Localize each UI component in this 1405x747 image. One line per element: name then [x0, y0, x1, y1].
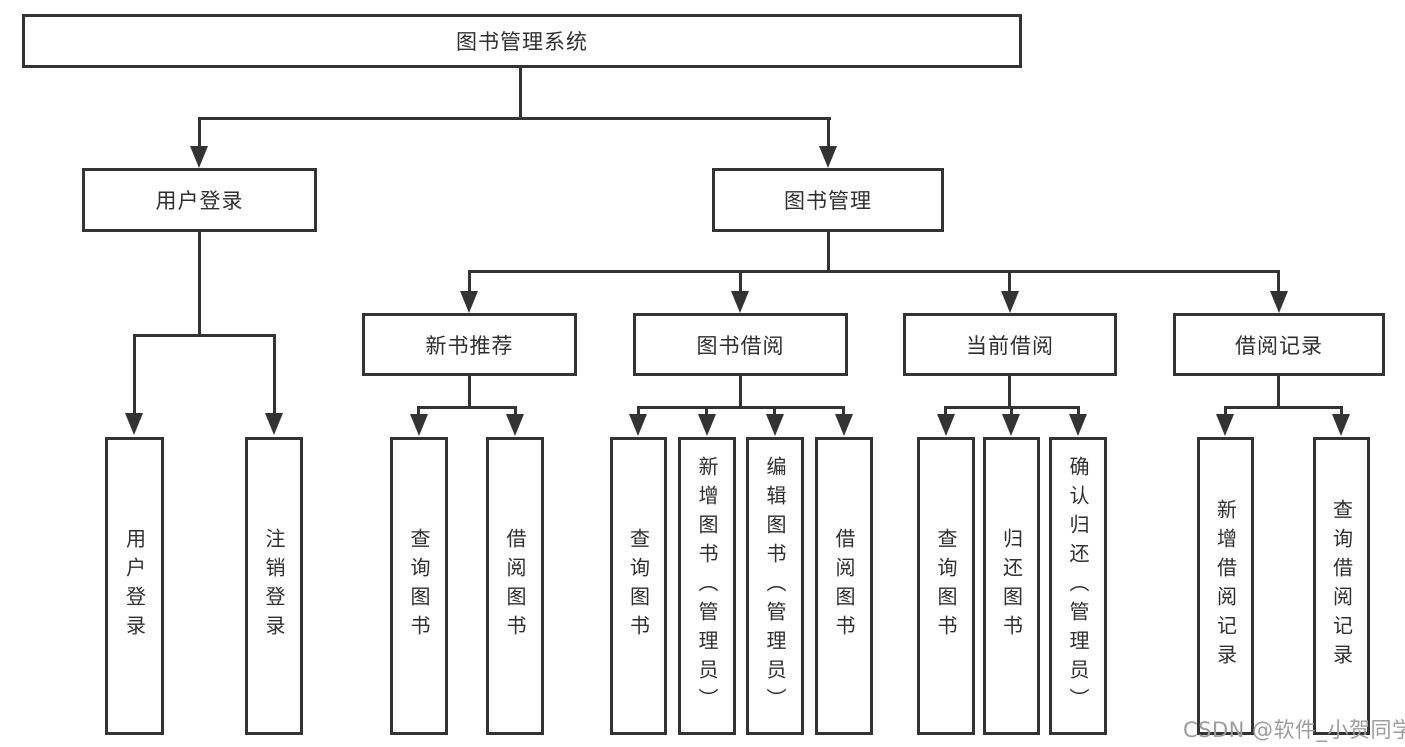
leaf-query-borrow-record-label: 查询借阅记录 [1329, 499, 1354, 673]
connector-line [198, 232, 201, 337]
connector-line [514, 406, 517, 418]
connector-line [1010, 406, 1013, 418]
leaf-edit-book-admin-label: 编辑图书（管理员） [763, 455, 787, 717]
leaf-user-login: 用户登录 [105, 437, 164, 735]
node-new-book-recommend-label: 新书推荐 [425, 333, 514, 358]
leaf-add-borrow-record: 新增借阅记录 [1197, 437, 1254, 735]
leaf-borrow-query-books: 查询图书 [610, 437, 667, 735]
connector-line [417, 406, 420, 418]
arrow-down [819, 146, 837, 168]
leaf-current-query-books-label: 查询图书 [934, 528, 958, 644]
leaf-recommend-query-books: 查询图书 [390, 437, 448, 735]
connector-line [1008, 270, 1011, 294]
connector-line [1077, 406, 1080, 418]
connector-line [1008, 376, 1011, 409]
arrow-down [190, 146, 208, 168]
node-root-label: 图书管理系统 [456, 30, 588, 54]
connector-line [827, 232, 830, 273]
connector-line [944, 406, 947, 418]
connector-line [1277, 376, 1280, 409]
connector-line [842, 406, 845, 418]
leaf-return-books-label: 归还图书 [999, 528, 1024, 644]
arrow-down [460, 291, 478, 313]
node-book-borrow: 图书借阅 [633, 313, 848, 376]
node-borrow-records-label: 借阅记录 [1235, 333, 1323, 358]
leaf-confirm-return-admin: 确认归还（管理员） [1049, 437, 1107, 735]
connector-line [705, 406, 708, 418]
arrow-down [1216, 414, 1234, 436]
connector-line [468, 270, 471, 294]
leaf-borrow-borrow-books: 借阅图书 [815, 437, 873, 735]
node-user-login: 用户登录 [82, 168, 317, 232]
leaf-query-borrow-record: 查询借阅记录 [1313, 437, 1370, 735]
node-current-borrow-label: 当前借阅 [966, 333, 1054, 358]
connector-line [273, 334, 276, 416]
connector-line [1340, 406, 1343, 418]
leaf-borrow-borrow-books-label: 借阅图书 [832, 528, 856, 644]
connector-line [468, 270, 1280, 273]
leaf-logout: 注销登录 [245, 437, 303, 735]
arrow-down [1270, 291, 1288, 313]
connector-line [739, 376, 742, 409]
connector-line [417, 406, 517, 409]
leaf-return-books: 归还图书 [983, 437, 1040, 735]
node-borrow-records: 借阅记录 [1173, 313, 1385, 376]
arrow-down [698, 414, 716, 436]
connector-line [637, 406, 640, 418]
node-root: 图书管理系统 [22, 14, 1022, 68]
connector-line [1224, 406, 1227, 418]
node-user-login-label: 用户登录 [155, 189, 244, 213]
connector-line [133, 334, 276, 337]
leaf-recommend-borrow-books-label: 借阅图书 [503, 528, 527, 644]
node-current-borrow: 当前借阅 [903, 313, 1117, 376]
connector-line [468, 376, 471, 409]
arrow-down [731, 291, 749, 313]
arrow-down [506, 414, 524, 436]
csdn-watermark: CSDN @软件_小贺同学 [1183, 718, 1405, 742]
connector-line [519, 67, 522, 119]
node-new-book-recommend: 新书推荐 [362, 313, 577, 376]
arrow-down [1069, 414, 1087, 436]
arrow-down [937, 414, 955, 436]
leaf-current-query-books: 查询图书 [917, 437, 975, 735]
leaf-recommend-query-books-label: 查询图书 [407, 528, 431, 644]
node-book-management: 图书管理 [712, 168, 944, 232]
arrow-down [766, 414, 784, 436]
arrow-down [629, 414, 647, 436]
node-book-borrow-label: 图书借阅 [696, 333, 785, 358]
leaf-confirm-return-admin-label: 确认归还（管理员） [1066, 455, 1090, 717]
arrow-down [410, 414, 428, 436]
arrow-down [835, 414, 853, 436]
connector-line [1224, 406, 1343, 409]
leaf-recommend-borrow-books: 借阅图书 [486, 437, 544, 735]
leaf-add-borrow-record-label: 新增借阅记录 [1213, 499, 1238, 673]
arrow-down [1001, 291, 1019, 313]
leaf-edit-book-admin: 编辑图书（管理员） [746, 437, 804, 735]
connector-line [739, 270, 742, 294]
connector-line [637, 406, 845, 409]
arrow-down [125, 413, 143, 435]
connector-line [133, 334, 136, 416]
arrow-down [265, 413, 283, 435]
node-book-management-label: 图书管理 [784, 189, 872, 213]
connector-line [1277, 270, 1280, 294]
leaf-add-book-admin: 新增图书（管理员） [678, 437, 736, 735]
arrow-down [1002, 414, 1020, 436]
leaf-logout-label: 注销登录 [262, 528, 286, 644]
leaf-borrow-query-books-label: 查询图书 [626, 528, 651, 644]
connector-line [198, 117, 201, 151]
arrow-down [1332, 414, 1350, 436]
connector-line [827, 117, 830, 151]
leaf-user-login-label: 用户登录 [122, 528, 147, 644]
connector-line [198, 117, 831, 120]
connector-line [773, 406, 776, 418]
leaf-add-book-admin-label: 新增图书（管理员） [695, 455, 719, 717]
